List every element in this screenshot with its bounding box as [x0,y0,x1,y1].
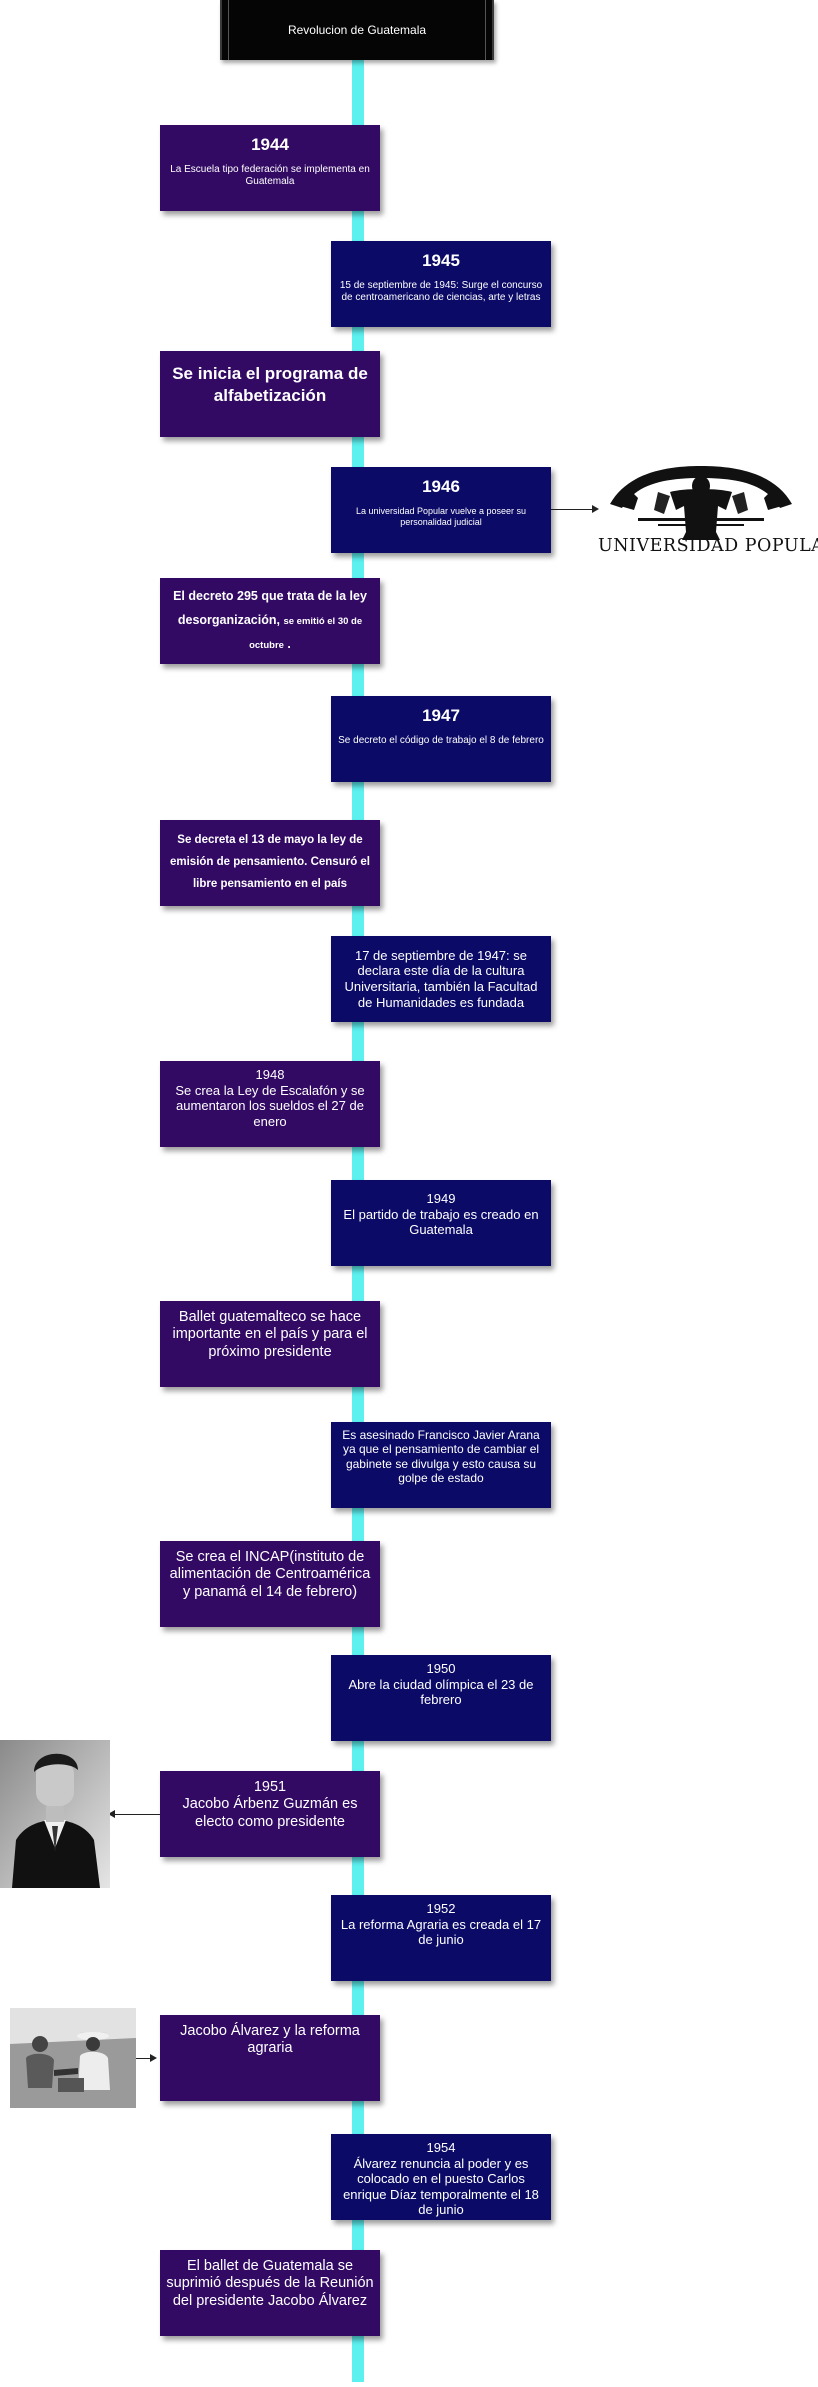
event-card-1945: 1945 15 de septiembre de 1945: Surge el … [331,241,551,327]
event-card-decreto-295: El decreto 295 que trata de la ley desor… [160,578,380,664]
event-text: Ballet guatemalteco se hace importante e… [172,1309,368,1360]
event-text: Álvarez renuncia al poder y es colocado … [343,2155,539,2218]
event-text-small: se emitió el 30 de octubre [249,616,363,651]
event-card-incap: Se crea el INCAP(instituto de alimentaci… [160,1541,380,1627]
event-card-1947: 1947 Se decreto el código de trabajo el … [331,696,551,782]
event-year: 1944 [251,135,289,154]
event-year: 1947 [422,706,460,725]
event-text: Jacobo Álvarez y la reforma agraria [180,2023,360,2057]
event-card-ballet: Ballet guatemalteco se hace importante e… [160,1301,380,1387]
universidad-popular-logo: UNIVERSIDAD POPULAR [598,462,818,560]
event-year: 1945 [422,251,460,270]
connector-line [551,509,594,510]
event-text: Jacobo Árbenz Guzmán es electo como pres… [182,1796,358,1830]
event-text: La reforma Agraria es creada el 17 de ju… [340,1916,542,1948]
event-card-1946: 1946 La universidad Popular vuelve a pos… [331,467,551,553]
event-text: Se inicia el programa de alfabetización [172,364,368,406]
event-card-alvarez-reforma: Jacobo Álvarez y la reforma agraria [160,2015,380,2101]
event-year: 1950 [426,1661,456,1676]
event-text: Se decreto el código de trabajo el 8 de … [338,735,544,747]
event-text: 15 de septiembre de 1945: Surge el concu… [339,280,543,304]
event-card-cultura-universitaria: 17 de septiembre de 1947: se declara est… [331,936,551,1022]
event-year: 1952 [426,1901,456,1916]
event-text: Se decreta el 13 de mayo la ley de emisi… [169,834,371,890]
event-year: 1951 [253,1779,287,1795]
event-card-1952: 1952 La reforma Agraria es creada el 17 … [331,1895,551,1981]
event-year: 1949 [426,1191,456,1206]
event-text: Abre la ciudad olímpica el 23 de febrero [348,1676,534,1708]
arbenz-portrait-photo [0,1740,110,1888]
event-card-1954: 1954 Álvarez renuncia al poder y es colo… [331,2134,551,2220]
title-text: Revolucion de Guatemala [287,23,427,37]
event-card-arana: Es asesinado Francisco Javier Arana ya q… [331,1422,551,1508]
event-text: Se crea la Ley de Escalafón y se aumenta… [175,1082,365,1129]
arrowhead [592,505,599,513]
event-card-emision-pensamiento: Se decreta el 13 de mayo la ley de emisi… [160,820,380,906]
event-text: Se crea el INCAP(instituto de alimentaci… [169,1549,371,1600]
event-year: 1946 [422,477,460,496]
connector-line [136,2058,152,2059]
event-text: La Escuela tipo federación se implementa… [170,164,370,188]
event-text: 17 de septiembre de 1947: se declara est… [344,947,538,1010]
event-text-main: El decreto 295 que trata de la ley desor… [173,589,367,628]
event-text: El decreto 295 que trata de la ley desor… [166,585,374,656]
event-text: El partido de trabajo es creado en Guate… [343,1206,539,1238]
event-text-end: . [287,636,291,651]
event-card-alfabetizacion: Se inicia el programa de alfabetización [160,351,380,437]
timeline-title: Revolucion de Guatemala [220,0,494,60]
event-year: 1948 [255,1067,285,1082]
event-year: 1954 [426,2140,456,2155]
event-text: El ballet de Guatemala se suprimió despu… [166,2258,374,2309]
event-text: La universidad Popular vuelve a poseer s… [355,506,527,528]
reforma-agraria-photo [10,2008,136,2108]
event-card-1948: 1948 Se crea la Ley de Escalafón y se au… [160,1061,380,1147]
connector-line [113,1814,160,1815]
event-card-1944: 1944 La Escuela tipo federación se imple… [160,125,380,211]
arrowhead [108,1810,115,1818]
event-text: Es asesinado Francisco Javier Arana ya q… [342,1428,540,1486]
event-card-1949: 1949 El partido de trabajo es creado en … [331,1180,551,1266]
event-card-1951: 1951 Jacobo Árbenz Guzmán es electo como… [160,1771,380,1857]
arrowhead [150,2054,157,2062]
event-card-ballet-suprimido: El ballet de Guatemala se suprimió despu… [160,2250,380,2336]
event-card-1950: 1950 Abre la ciudad olímpica el 23 de fe… [331,1655,551,1741]
logo-text: UNIVERSIDAD POPULAR [598,536,818,556]
